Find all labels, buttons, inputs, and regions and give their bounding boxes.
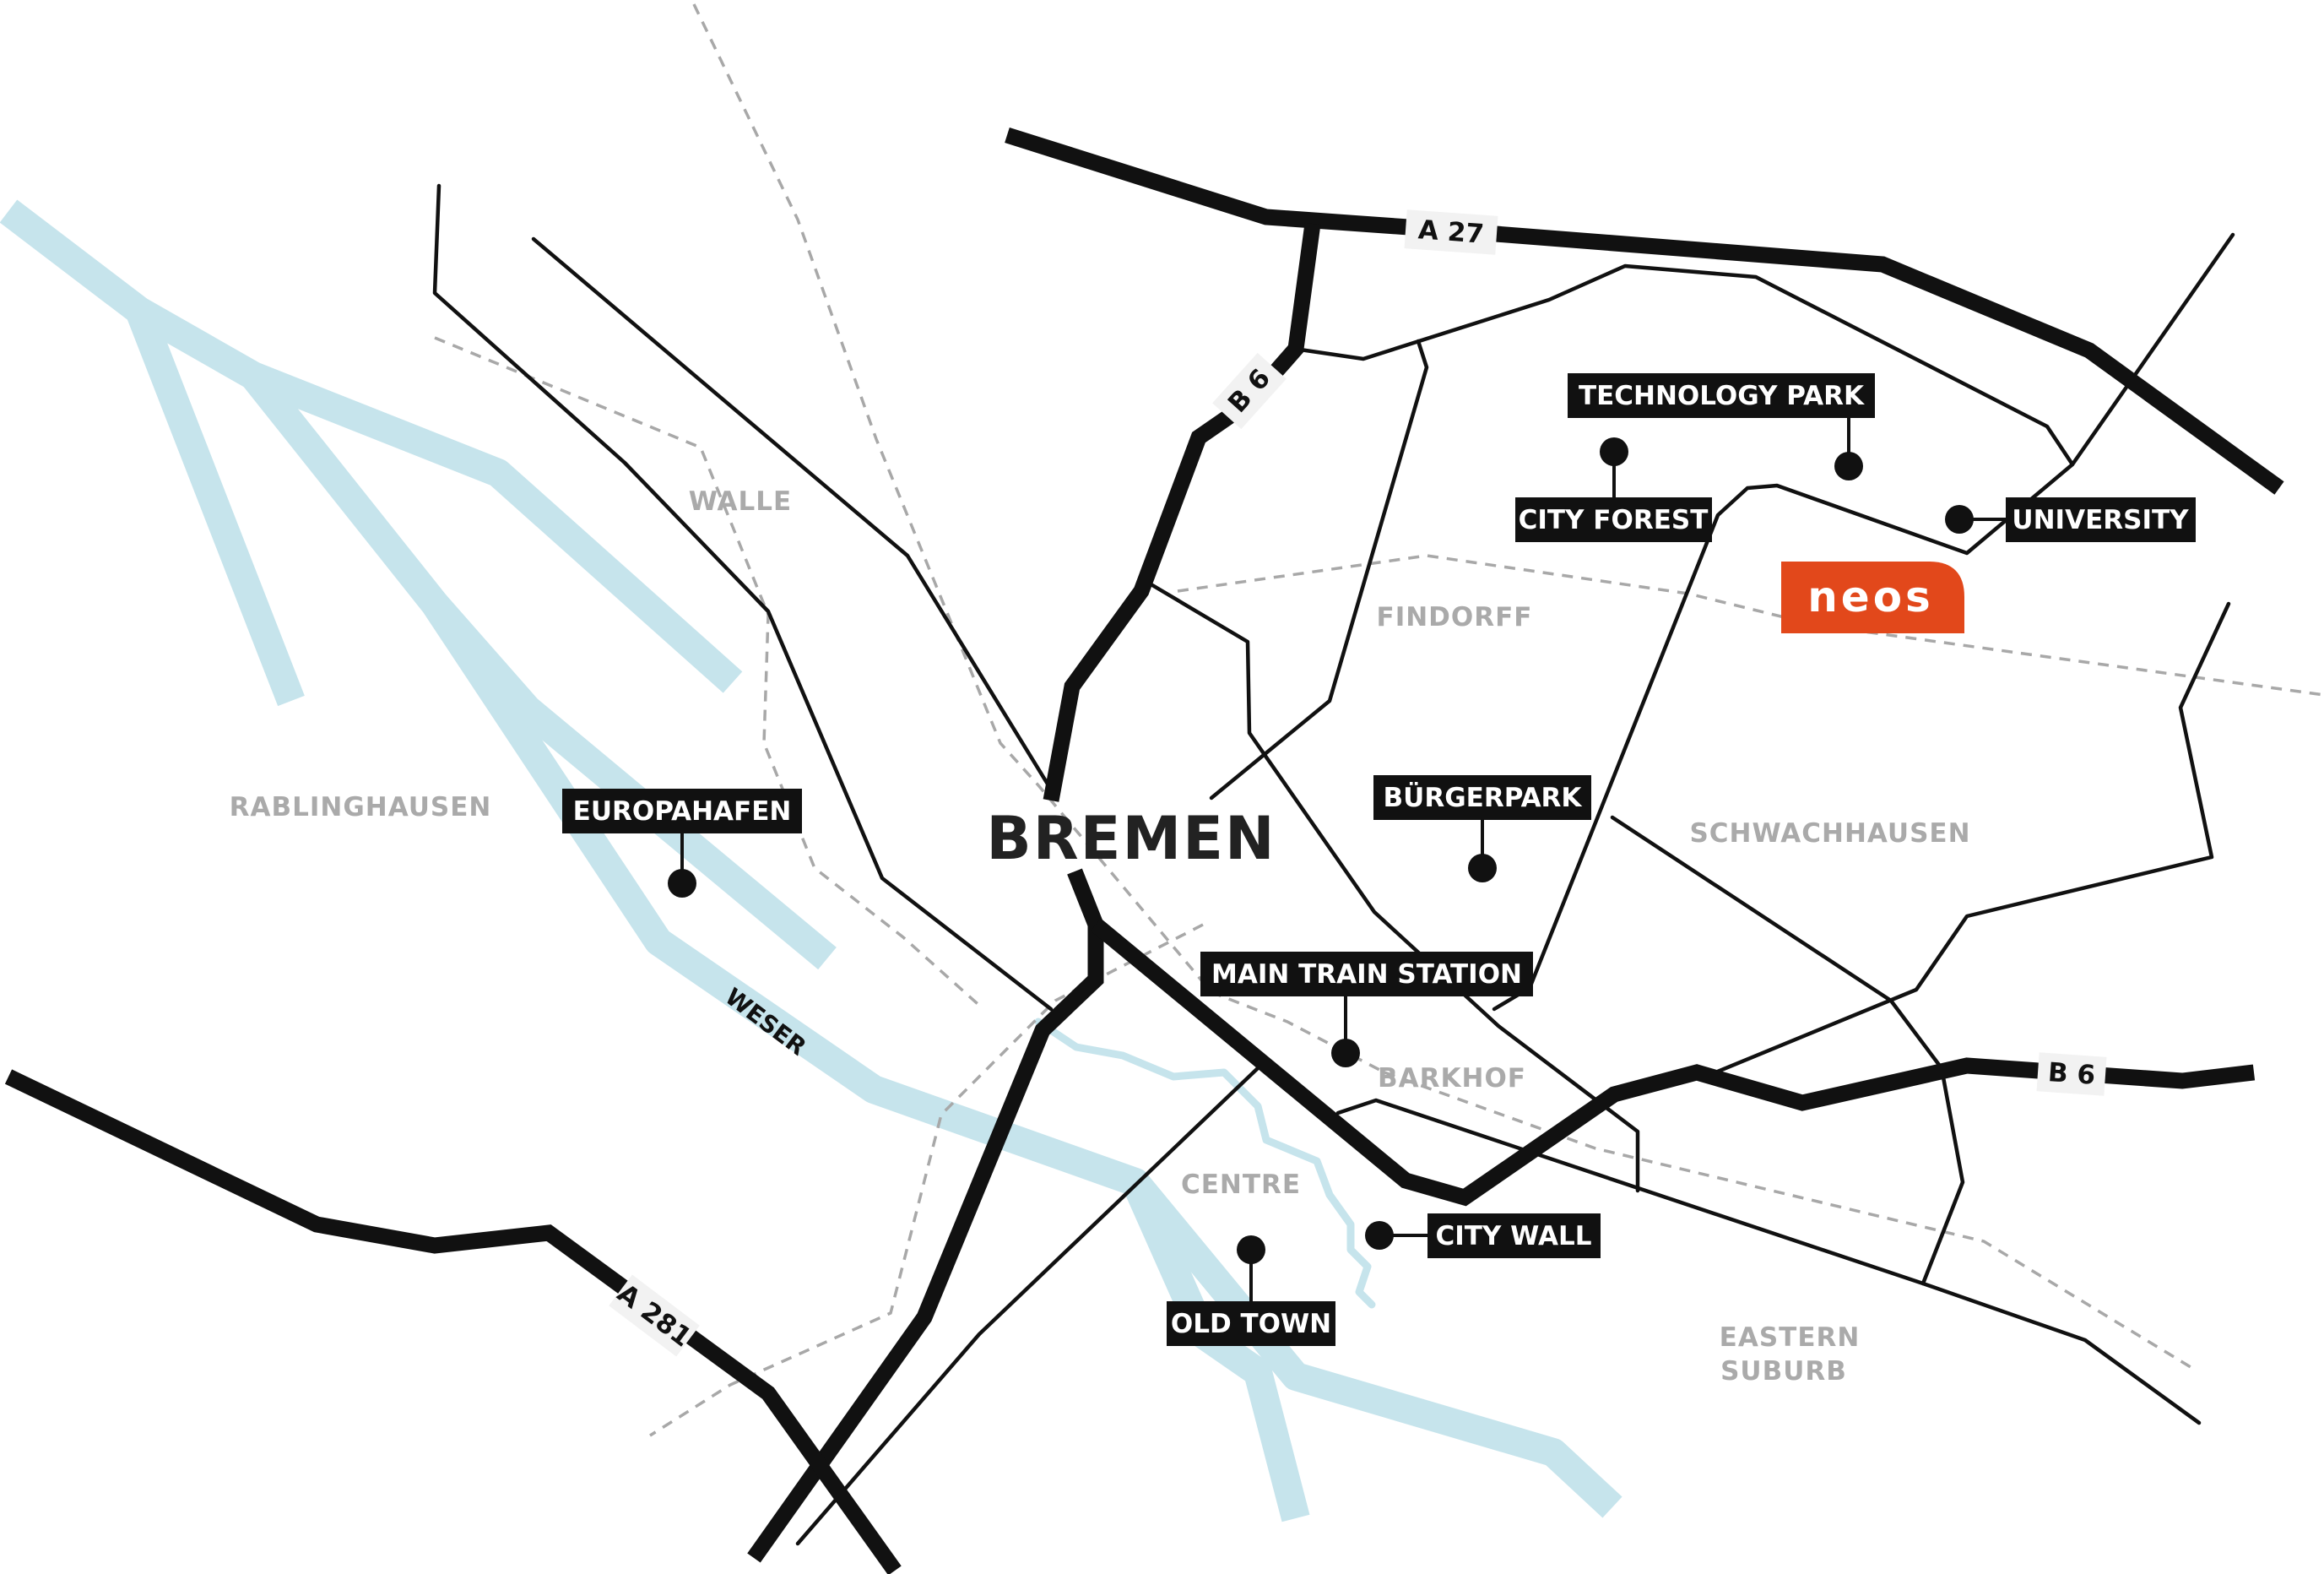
poi-city-forest[interactable]: CITY FOREST [1515, 437, 1712, 542]
border-east [1384, 1071, 2196, 1371]
poi-city-wall[interactable]: CITY WALL [1365, 1213, 1601, 1258]
streets [432, 183, 2235, 1546]
street-university-diagonal [2070, 232, 2235, 467]
district-label-barkhof: BARKHOF [1378, 1063, 1526, 1094]
poi-marker [1600, 437, 1628, 466]
river-north-west-arm [0, 199, 743, 693]
street-centre-southwest [795, 1066, 1260, 1546]
poi-europahafen[interactable]: EUROPAHAFEN [562, 789, 802, 898]
poi-label-box [1200, 952, 1533, 996]
poi-marker [1945, 505, 1974, 534]
road-shield-a281: A 281 [609, 1274, 700, 1357]
poi-label-box [562, 789, 802, 833]
city-label: BREMEN [986, 804, 1276, 873]
district-label-schwachhausen: SCHWACHHAUSEN [1689, 818, 1970, 849]
poi-label: BÜRGERPARK [1384, 782, 1583, 813]
poi-marker [1365, 1221, 1394, 1250]
district-label-eastern-suburb-line2: SUBURB [1720, 1356, 1847, 1387]
street-east-outer [1703, 601, 2231, 1079]
poi-label-box [1515, 497, 1712, 542]
poi-technology-park[interactable]: TECHNOLOGY PARK [1568, 373, 1875, 480]
border-west-north-south [692, 3, 1385, 1074]
neos-logo-text: neos [1807, 573, 1934, 621]
poi-marker [1331, 1039, 1360, 1067]
neos-logo-badge [1781, 562, 1964, 633]
district-label-centre: CENTRE [1181, 1170, 1301, 1200]
street-eastern-suburb [1335, 1098, 2202, 1425]
rivers [0, 199, 1622, 1522]
road-label-a27: A 27 [1417, 214, 1485, 249]
highway-b6-south [747, 868, 1104, 1563]
poi-label: MAIN TRAIN STATION [1211, 959, 1522, 990]
district-label-rablinghausen: RABLINGHAUSEN [230, 792, 492, 822]
street-north-west [531, 236, 1054, 792]
district-label-findorff: FINDORFF [1377, 602, 1533, 632]
highway-a281 [4, 1069, 902, 1574]
poi-label: UNIVERSITY [2012, 505, 2189, 535]
street-findorff-west [1209, 339, 1429, 801]
street-west-outer [432, 183, 1054, 1012]
poi-label-box [1167, 1301, 1335, 1346]
district-label-walle: WALLE [689, 486, 792, 517]
poi-label: CITY WALL [1436, 1221, 1592, 1251]
poi-label-box [1568, 373, 1875, 418]
poi-buergerpark[interactable]: BÜRGERPARK [1373, 775, 1591, 882]
poi-marker [1468, 854, 1497, 882]
river-weser [241, 366, 1310, 1522]
street-central-diagonal [1146, 580, 1640, 1193]
creek-centre [1034, 1018, 1376, 1309]
poi-marker [1237, 1235, 1265, 1264]
river-south-east-branch [1124, 1173, 1622, 1518]
poi-label: TECHNOLOGY PARK [1579, 381, 1865, 411]
road-label-b6-east: B 6 [2047, 1057, 2096, 1091]
poi-marker [668, 869, 696, 898]
road-shield-a27: A 27 [1404, 209, 1498, 255]
street-schwachhausen-diagonal [1610, 815, 1965, 1286]
highway-b6-east [1090, 918, 2256, 1207]
poi-label-box [2006, 497, 2196, 542]
road-shield-b6-east: B 6 [2036, 1052, 2107, 1096]
poi-university[interactable]: UNIVERSITY [1945, 497, 2196, 542]
poi-label: OLD TOWN [1171, 1309, 1331, 1339]
border-walle [434, 336, 985, 1011]
poi-label: CITY FOREST [1519, 505, 1709, 535]
poi-label-box [1427, 1213, 1601, 1258]
highway-a27 [1005, 127, 2284, 495]
neos-logo[interactable]: neos [1781, 562, 1964, 633]
poi-label: EUROPAHAFEN [573, 796, 792, 827]
poi-old-town[interactable]: OLD TOWN [1167, 1235, 1335, 1346]
district-labels: WALLE FINDORFF RABLINGHAUSEN SCHWACHHAUS… [230, 486, 1970, 1387]
poi-label-box [1373, 775, 1591, 820]
district-label-eastern-suburb-line1: EASTERN [1720, 1322, 1861, 1353]
highway-b6-north [1043, 222, 1321, 802]
poi-marker [1834, 452, 1863, 480]
river-north-branch [126, 305, 305, 707]
highways [4, 127, 2284, 1574]
poi-main-train-station[interactable]: MAIN TRAIN STATION [1200, 952, 1533, 1067]
border-findorff [1177, 554, 2324, 697]
river-europahafen-basin [424, 594, 837, 970]
